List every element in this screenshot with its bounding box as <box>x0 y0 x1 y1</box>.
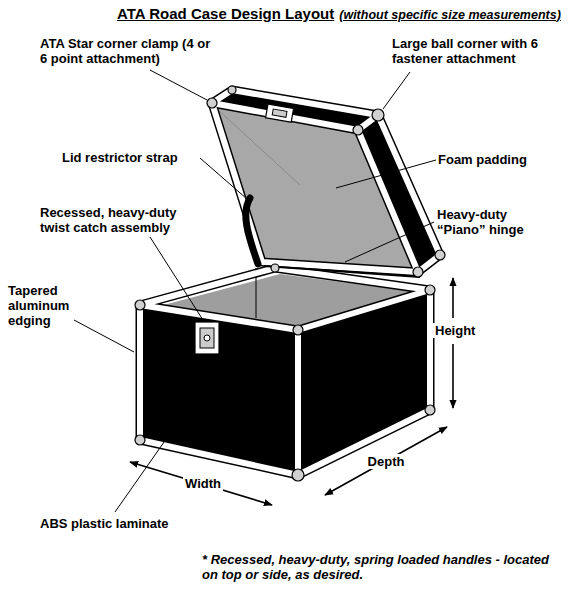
leader-line <box>74 320 134 352</box>
lid <box>212 90 440 277</box>
part-label: Recessed, heavy-duty twist catch assembl… <box>40 205 190 235</box>
lid-restrictor-strap <box>246 198 258 264</box>
ball-corners <box>135 86 445 481</box>
title: ATA Road Case Design Layout <box>117 5 334 23</box>
dimension-label: Depth <box>366 454 407 469</box>
part-label: Heavy-duty “Piano” hinge <box>437 207 547 237</box>
lid-catch-plate <box>266 104 294 122</box>
part-label: ABS plastic laminate <box>40 516 200 531</box>
aluminum-edging <box>140 268 430 475</box>
edging-outline <box>140 268 430 475</box>
dimension-label: Width <box>183 476 223 491</box>
leader-line <box>150 237 203 320</box>
leader-line <box>336 160 436 188</box>
dimension-label: Height <box>433 323 477 338</box>
part-label: Tapered aluminum edging <box>8 283 78 328</box>
height-arrow <box>452 278 454 318</box>
part-label: Lid restrictor strap <box>62 150 202 165</box>
part-label: ATA Star corner clamp (4 or 6 point atta… <box>40 36 218 66</box>
leader-line <box>345 222 434 262</box>
lid-edging-outline <box>212 90 440 272</box>
depth-arrow <box>325 427 447 495</box>
leader-lines <box>74 70 436 512</box>
part-label: Large ball corner with 6 fastener attach… <box>392 36 557 66</box>
height-arrow <box>452 344 454 408</box>
leader-line <box>200 158 247 199</box>
lid-edging <box>212 90 440 272</box>
piano-hinge <box>264 266 420 277</box>
edging-face <box>140 268 430 475</box>
part-label: Foam padding <box>438 152 548 167</box>
case-body <box>140 268 430 475</box>
leader-line <box>383 72 410 109</box>
twist-catch <box>195 322 219 354</box>
leader-line <box>150 70 207 100</box>
width-arrow <box>130 462 272 505</box>
subtitle: (without specific size measurements) <box>339 6 561 24</box>
dimension-arrows <box>130 278 453 505</box>
leader-line <box>115 405 190 512</box>
caption-note: * Recessed, heavy-duty, spring loaded ha… <box>202 552 560 582</box>
